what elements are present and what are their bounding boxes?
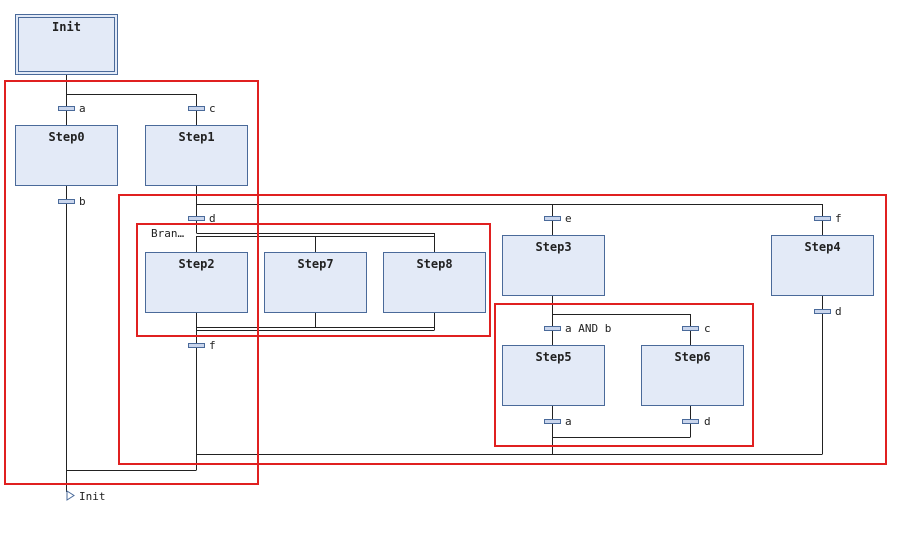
step-step1[interactable]: Step1 [145,125,248,186]
transition-a-step5[interactable]: a [544,415,572,428]
transition-label: f [209,339,216,352]
highlight-box-outer-alternative [4,80,259,485]
step-label: Step1 [178,130,214,144]
transition-label: a AND b [565,322,611,335]
transition-c-step6[interactable]: c [682,322,711,335]
step-label: Step6 [674,350,710,364]
step-label: Step2 [178,257,214,271]
transition-a-and-b[interactable]: a AND b [544,322,612,335]
highlight-boxes [4,80,887,485]
transition-label: d [835,305,842,318]
transition-label: e [565,212,572,225]
step-label: Step4 [804,240,840,254]
step-label: Step5 [535,350,571,364]
transition-d-step4[interactable]: d [814,305,842,318]
transition-f-step4[interactable]: f [814,212,842,225]
transition-label: b [79,195,86,208]
jump-arrow-icon [66,490,75,501]
transition-label: c [209,102,216,115]
highlight-box-step1-alternative [118,194,887,465]
branch-label[interactable]: Bran… [151,227,184,240]
highlight-box-step3-alternative [494,303,754,447]
transition-c[interactable]: c [188,102,216,115]
step-step8[interactable]: Step8 [383,252,486,313]
transition-e[interactable]: e [544,212,572,225]
transition-label: d [209,212,216,225]
transition-label: d [704,415,711,428]
step-step5[interactable]: Step5 [502,345,605,406]
connection-lines [66,75,823,492]
transition-a[interactable]: a [58,102,86,115]
transition-d-step6[interactable]: d [682,415,711,428]
step-label: Step0 [48,130,84,144]
transition-label: a [79,102,86,115]
step-step3[interactable]: Step3 [502,235,605,296]
step-label: Step7 [297,257,333,271]
initial-step-init[interactable]: Init [15,14,118,75]
transition-label: a [565,415,572,428]
transition-f-parallel[interactable]: f [188,339,216,352]
step-step0[interactable]: Step0 [15,125,118,186]
step-label: Step8 [416,257,452,271]
transition-d-step1[interactable]: d [188,212,216,225]
transition-b[interactable]: b [58,195,86,208]
step-step4[interactable]: Step4 [771,235,874,296]
jump-init[interactable]: Init [66,490,106,503]
step-label: Init [52,20,81,34]
step-step2[interactable]: Step2 [145,252,248,313]
step-label: Step3 [535,240,571,254]
step-step6[interactable]: Step6 [641,345,744,406]
transition-label: f [835,212,842,225]
highlight-box-parallel [136,223,491,337]
step-step7[interactable]: Step7 [264,252,367,313]
transition-label: c [704,322,711,335]
jump-label: Init [79,490,106,503]
